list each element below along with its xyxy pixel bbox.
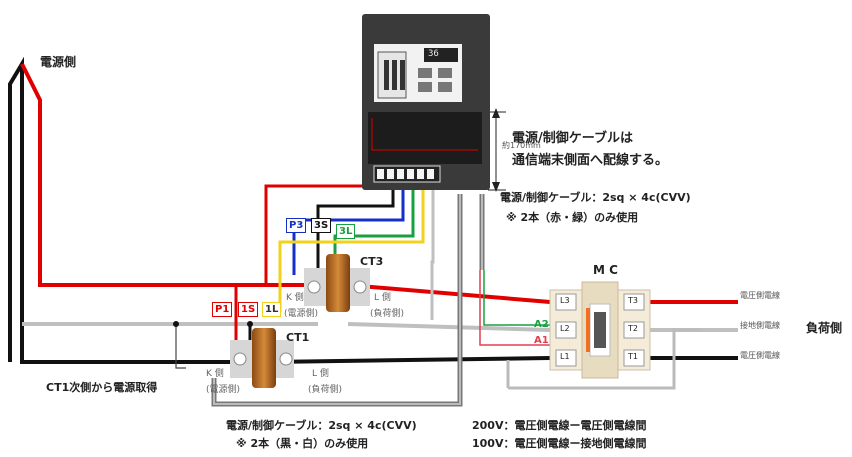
mc-gray-loop [508,328,700,390]
tag-1s: 1S [238,302,259,317]
source-black-line [8,56,236,364]
wire-yellow [278,180,425,312]
cable-lower-use: ※ 2本（黒・白）のみ使用 [236,437,369,450]
voltage-200-label: 200V：電圧側電線ー電圧側電線間 [472,419,647,432]
mc-l3: L3 [560,296,570,305]
wire-a1 [479,270,550,346]
right-top-label: 電圧側電線 [740,291,780,300]
ct3-l-side: L 側 [374,293,391,303]
power-pickup-line [175,324,186,369]
cable-upper-spec: 電源/制御ケーブル：2sq × 4c(CVV) [500,191,691,204]
ct1-label: CT1 [286,331,310,344]
dimension-label: 約170mm [502,141,541,150]
main-white-mid [347,322,551,332]
cable-note-line2: 通信端末側面へ配線する。 [512,153,669,168]
ct3 [304,254,370,312]
ct3-label: CT3 [360,255,384,268]
main-red-mid [347,283,551,304]
wire-white-term [430,180,435,320]
cable-note-line1: 電源/制御ケーブルは [512,131,633,146]
ct1-load-paren: (負荷側) [308,385,343,395]
right-bot-label: 電圧側電線 [740,351,780,360]
wire-black-s3 [316,180,395,270]
main-black-mid [269,356,551,364]
magnetic-contactor [549,281,651,379]
ct1-source-paren: (電源側) [206,385,241,395]
mc-t2: T2 [628,324,638,333]
voltage-100-label: 100V：電圧側電線ー接地側電線間 [472,437,647,450]
ct1-power-label: CT1次側から電源取得 [46,381,158,394]
mc-t3: T3 [628,296,638,305]
ct1-k-side: K 側 [206,369,224,379]
ct1-l-side: L 側 [312,369,329,379]
ct3-k-side: K 側 [286,293,304,303]
ct3-load-paren: (負荷側) [370,309,405,319]
source-red-line [20,63,318,287]
wire-green [333,180,415,258]
device-display: 36 [428,49,439,59]
a2-label: A2 [534,319,549,330]
communication-terminal [362,14,490,190]
wire-blue [292,180,405,275]
tag-1l: 1L [262,302,282,317]
tag-p3: P3 [286,218,307,233]
mc-t1: T1 [628,352,638,361]
mc-l1: L1 [560,352,570,361]
mc-label: M C [593,263,618,277]
source-side-label: 電源側 [40,55,77,69]
load-side-label: 負荷側 [806,321,843,335]
ct3-source-paren: (電源側) [284,309,319,319]
cable-upper-use: ※ 2本（赤・緑）のみ使用 [506,211,639,224]
mc-l2: L2 [560,324,570,333]
tag-3l: 3L [336,224,356,239]
a1-label: A1 [534,335,549,346]
right-mid-label: 接地側電線 [740,321,780,330]
wire-a2 [483,270,550,326]
tag-p1: P1 [212,302,233,317]
tag-3s: 3S [311,218,332,233]
cable-lower-spec: 電源/制御ケーブル：2sq × 4c(CVV) [226,419,417,432]
ct1 [230,328,294,388]
